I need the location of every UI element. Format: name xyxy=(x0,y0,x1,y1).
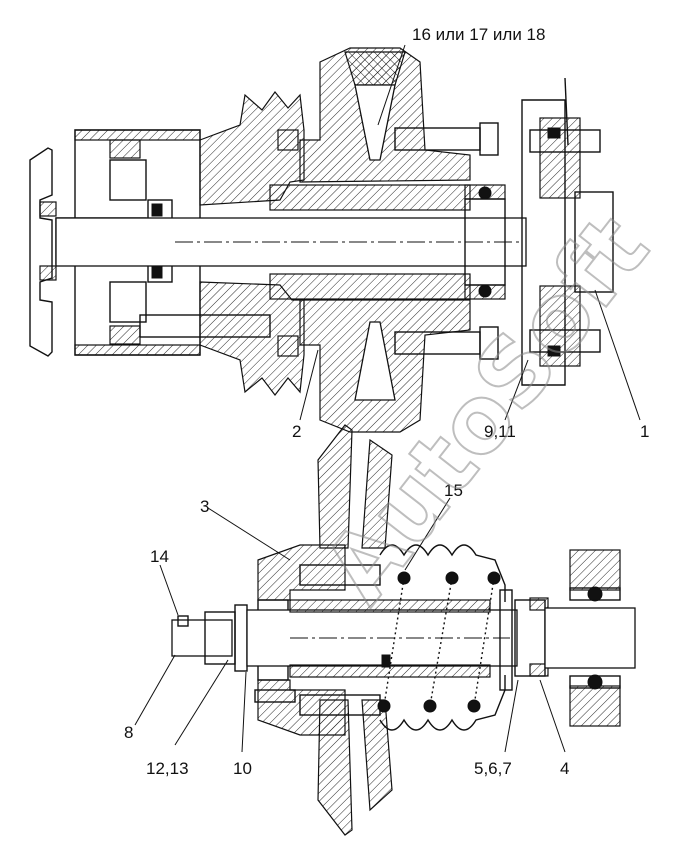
pulley-hub xyxy=(254,544,381,736)
callout-4: 4 xyxy=(560,759,569,778)
callout-2: 2 xyxy=(292,422,301,441)
leader-lines xyxy=(134,44,641,753)
callout-3: 3 xyxy=(200,497,209,516)
callout-16-17-18: 16 или 17 или 18 xyxy=(412,25,545,44)
tensioner-hub xyxy=(269,47,499,433)
main-shaft xyxy=(55,217,527,267)
right-flange xyxy=(521,77,614,386)
spring-bellows xyxy=(377,544,506,731)
bottom-assembly xyxy=(171,424,636,836)
callout-15: 15 xyxy=(444,481,463,500)
callout-14: 14 xyxy=(150,547,169,566)
right-bearing xyxy=(464,184,506,300)
callout-12-13: 12,13 xyxy=(146,759,189,778)
top-assembly xyxy=(29,47,614,433)
callout-5-6-7: 5,6,7 xyxy=(474,759,512,778)
v-belt-pulley xyxy=(199,91,305,396)
callout-1: 1 xyxy=(640,422,649,441)
bottom-shaft xyxy=(171,599,518,678)
callout-9-11: 9,11 xyxy=(484,422,516,441)
callout-labels: 16 или 17 или 18 1 2 9,11 3 15 14 8 12,1… xyxy=(124,25,649,778)
callout-8: 8 xyxy=(124,723,133,742)
bottom-right-bearing xyxy=(499,549,636,727)
callout-10: 10 xyxy=(233,759,252,778)
